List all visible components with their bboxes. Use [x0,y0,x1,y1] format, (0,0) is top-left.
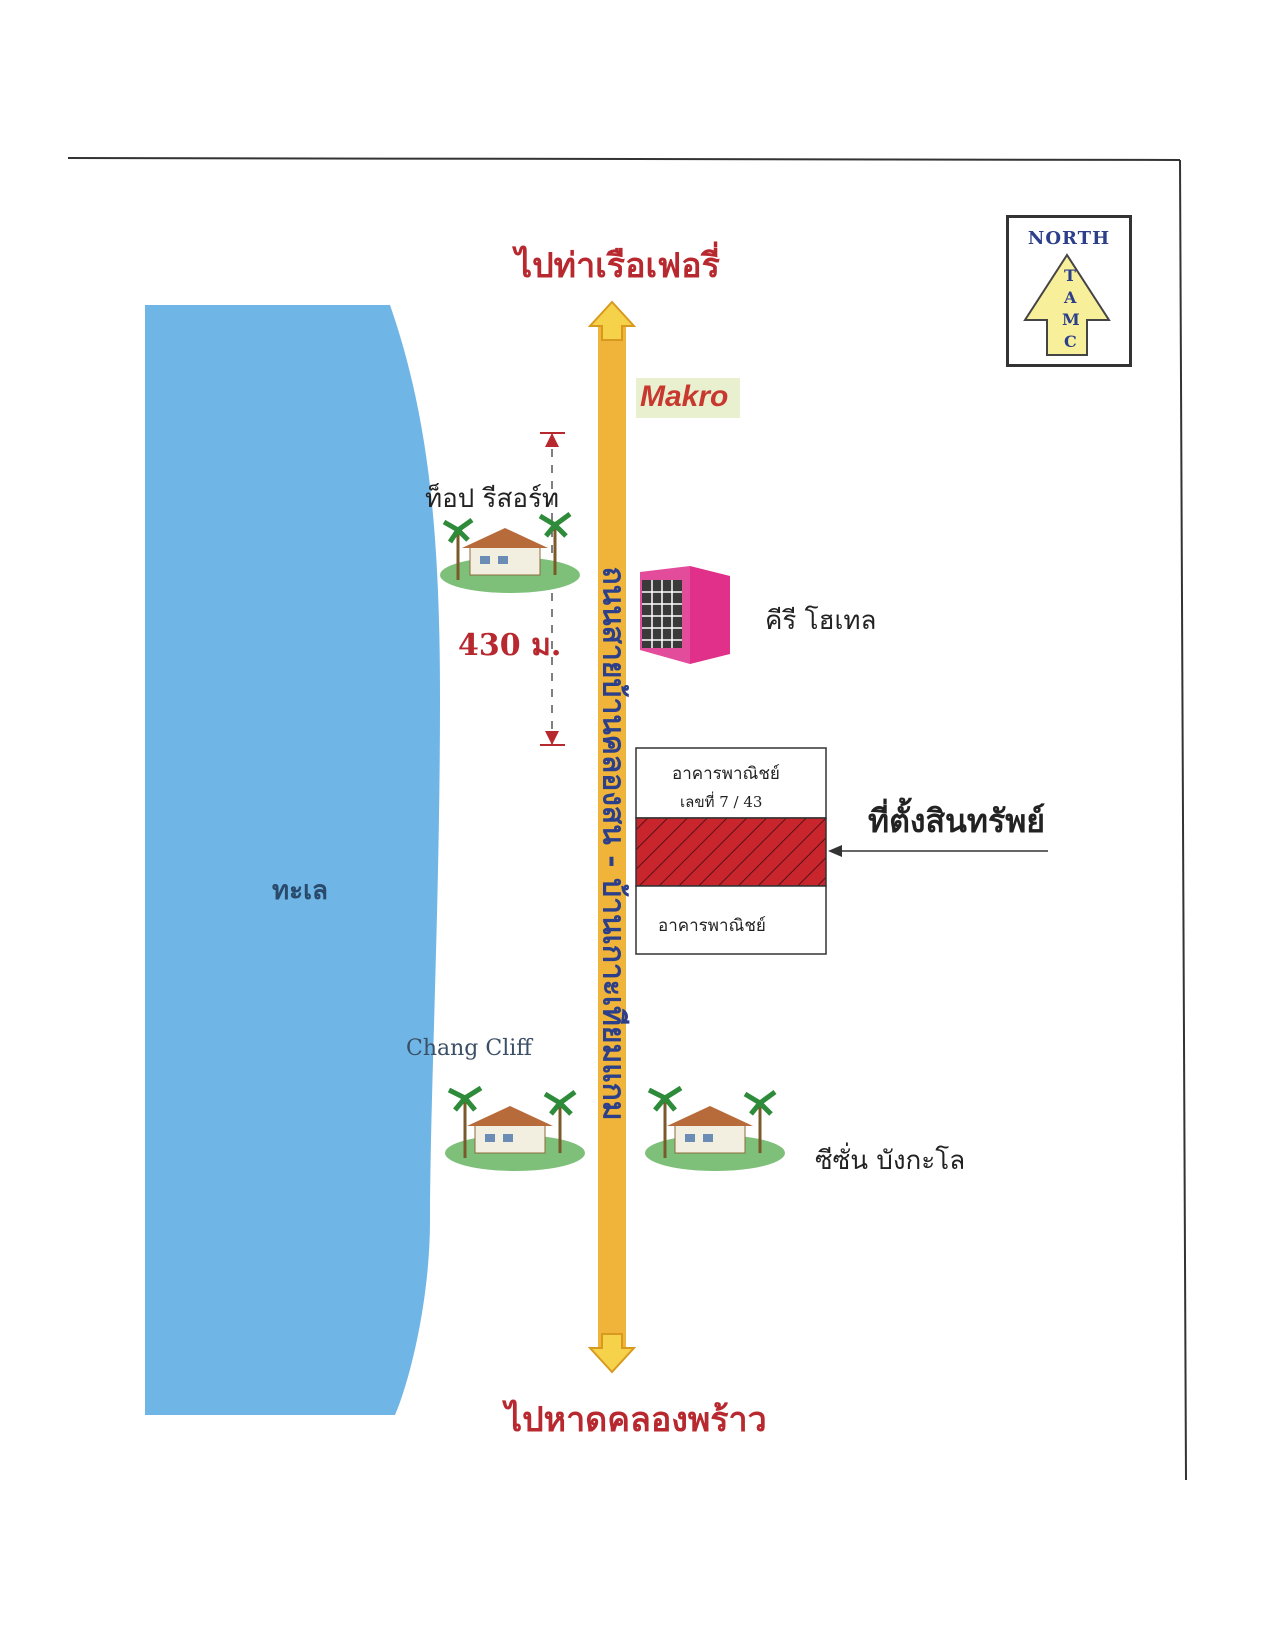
top-resort-label: ท็อป รีสอร์ท [425,484,560,514]
distance-label: 430 ม. [458,628,562,663]
chang-cliff-label: Chang Cliff [406,1036,532,1061]
distance-dimension [540,432,565,746]
property-pointer [828,845,1048,857]
sea-area [145,305,440,1415]
road-south-arrow [587,1333,637,1374]
compass-letter-m: M [1062,310,1080,329]
kiri-hotel-label: คีรี โฮเทล [765,606,877,636]
frame-top-line [67,157,1181,161]
south-direction-label: ไปหาดคลองพร้าว [505,1400,767,1440]
upper-building-name: อาคารพาณิชย์ [672,764,780,784]
season-bungalow-label: ซีซั่น บังกะโล [815,1146,966,1176]
lower-building-box [635,885,827,955]
kiri-hotel-icon [640,566,730,664]
compass-letter-t: T [1064,266,1076,285]
season-bungalow-icon [645,1085,785,1171]
sea-label: ทะเล [272,876,328,906]
lower-building-name: อาคารพาณิชย์ [658,916,766,936]
compass-letter-a: A [1064,288,1077,307]
upper-building-box [635,747,827,819]
makro-logo [636,378,740,418]
road-name-label: ถนนสายบ้านคลองสน - บ้านเกาะเทียมแกม [595,566,631,1121]
compass-letter-c: C [1064,332,1077,351]
road-north-arrow [587,300,637,341]
property-label: ที่ตั้งสินทรัพย์ [868,802,1046,840]
frame-right-line [1179,159,1187,1481]
top-resort-icon [440,511,580,593]
north-direction-label: ไปท่าเรือเฟอรี่ [515,246,720,286]
upper-building-number: เลขที่ 7 / 43 [680,793,763,811]
compass-arrow [1023,253,1111,356]
compass-title: NORTH [1027,228,1111,249]
chang-cliff-icon [445,1085,585,1171]
property-parcel [635,817,827,887]
makro-label: Makro [640,380,729,413]
road [598,320,626,1360]
north-compass: NORTH T A M C [1006,215,1132,367]
